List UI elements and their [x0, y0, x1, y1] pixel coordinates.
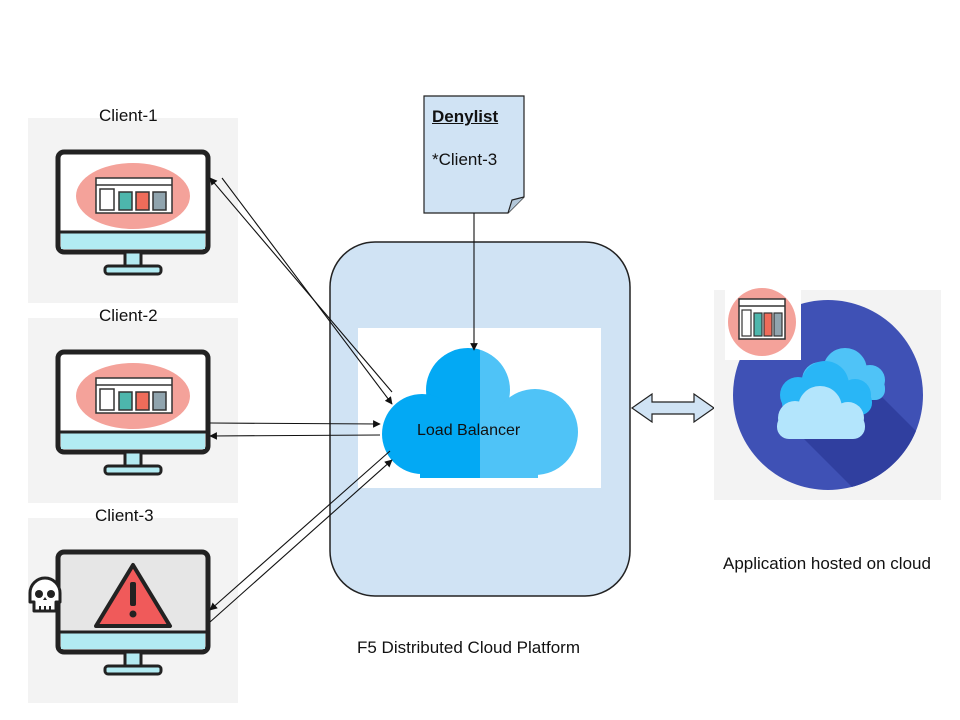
app-caption: Application hosted on cloud	[723, 554, 931, 573]
denylist-title: Denylist	[432, 107, 499, 126]
denylist-note	[423, 95, 525, 214]
platform-caption: F5 Distributed Cloud Platform	[357, 638, 580, 657]
load-balancer-cloud-icon	[382, 348, 578, 478]
connectors	[209, 177, 478, 623]
denylist-entry: *Client-3	[432, 150, 498, 169]
client-3-label: Client-3	[95, 506, 154, 525]
app-window-icon	[725, 288, 801, 360]
client-2-label: Client-2	[99, 306, 158, 325]
skull-icon	[28, 576, 62, 613]
load-balancer-label: Load Balancer	[417, 422, 521, 439]
client-1-label: Client-1	[99, 106, 158, 125]
bidirectional-arrow-icon	[630, 392, 716, 424]
client-1-monitor-icon	[55, 149, 211, 276]
warning-icon	[94, 563, 172, 628]
client-2-monitor-icon	[55, 349, 211, 476]
